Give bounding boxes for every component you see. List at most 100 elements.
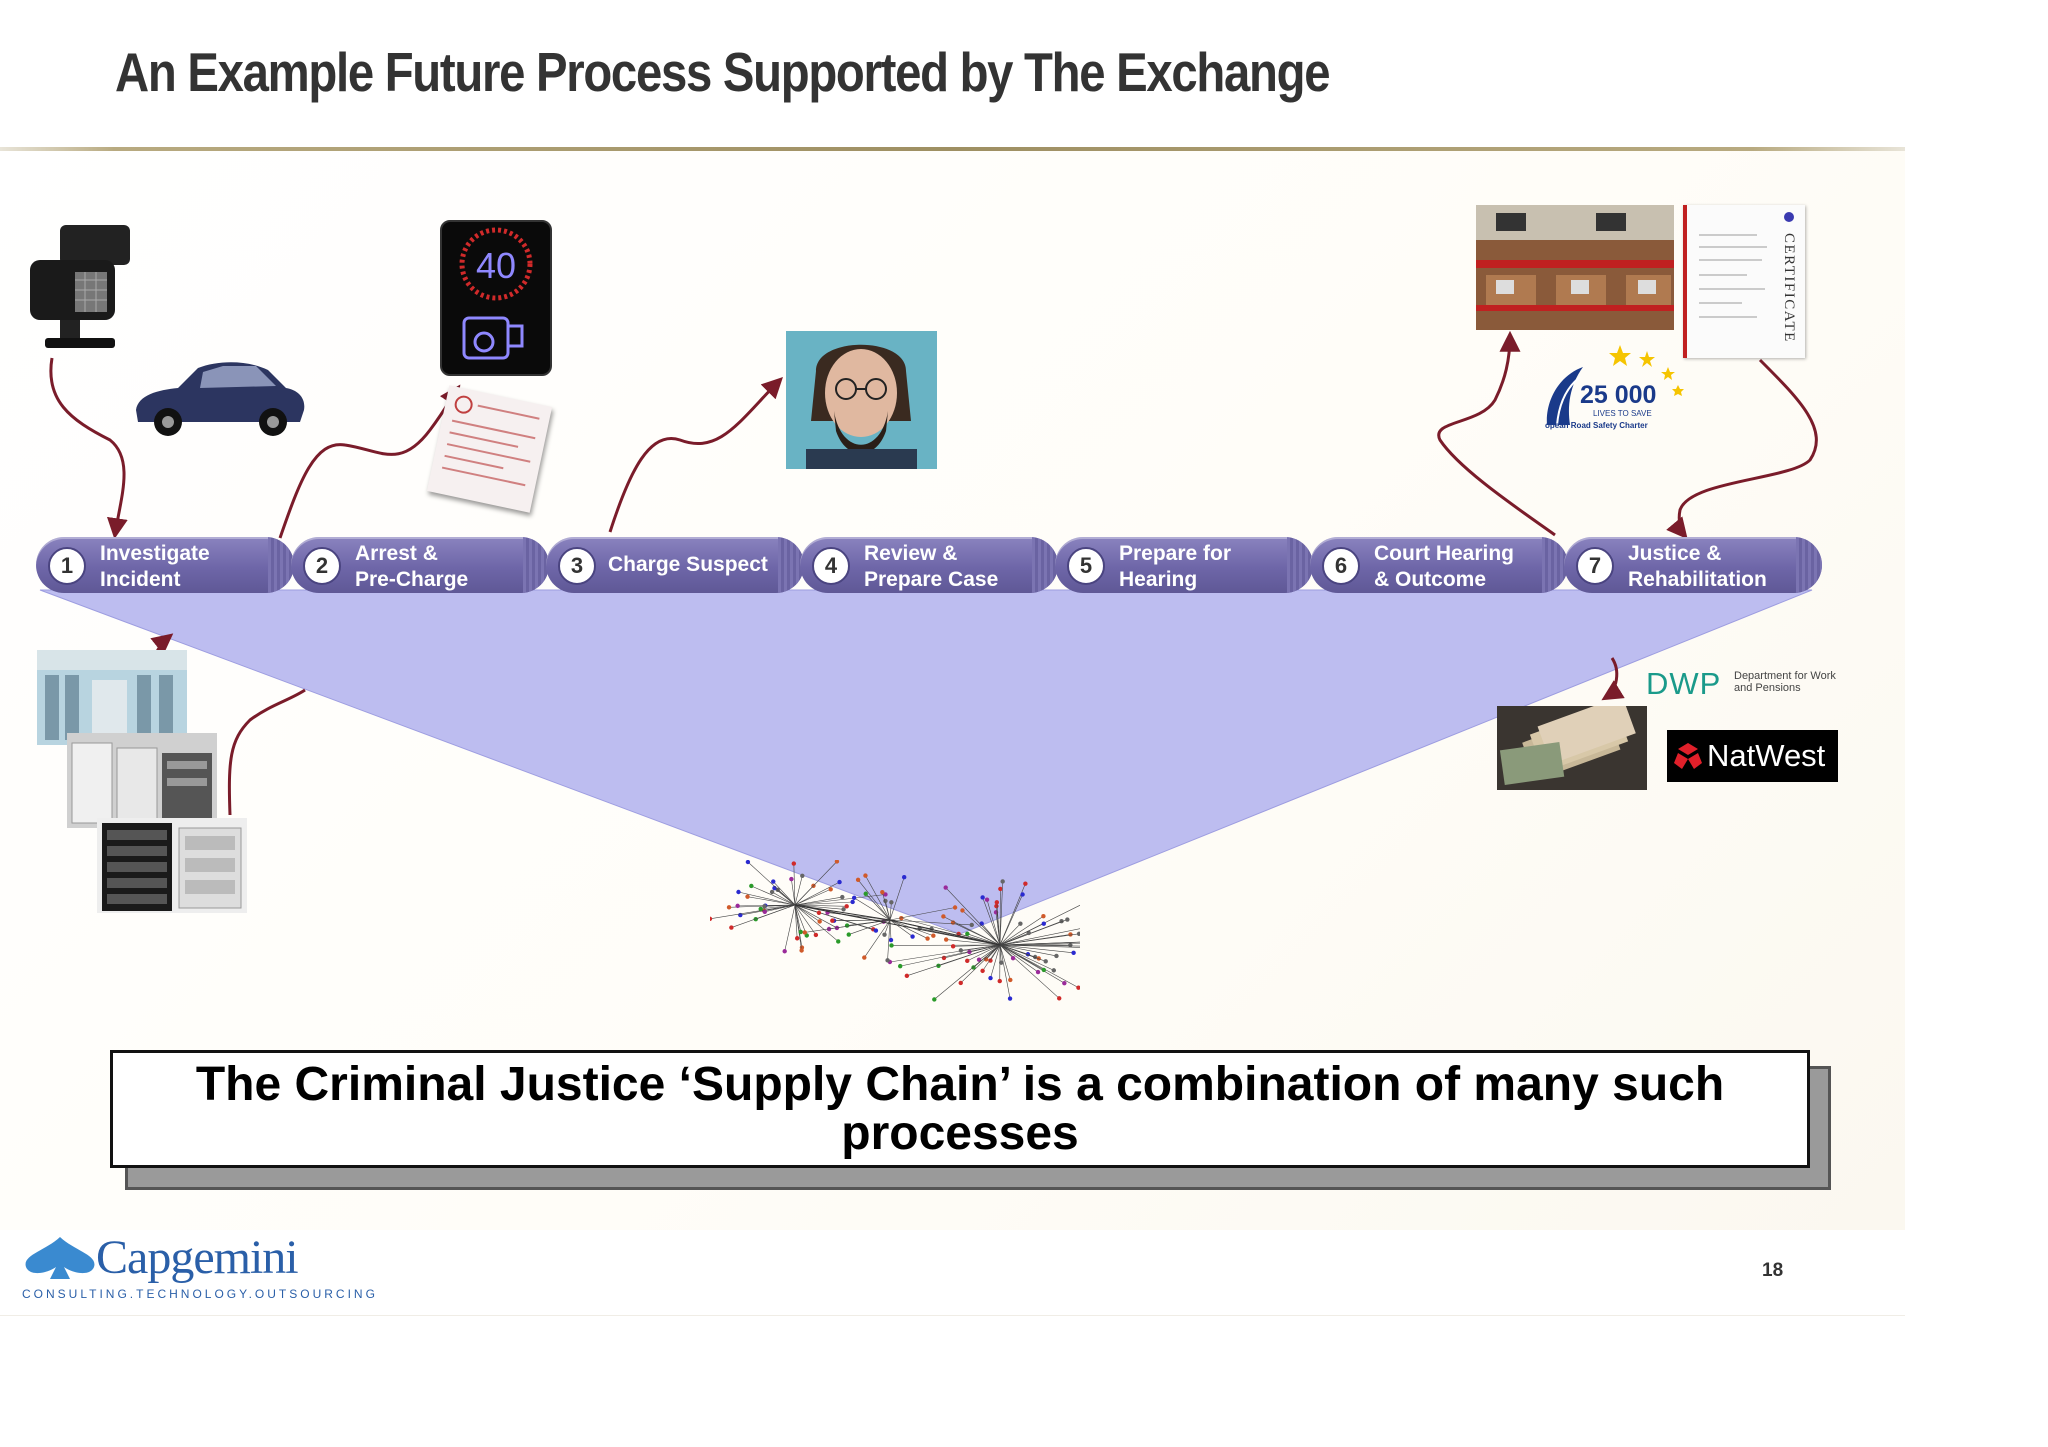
network-node <box>710 916 713 922</box>
network-node <box>863 873 868 878</box>
penalty-notice-image <box>426 385 553 513</box>
network-edge <box>887 919 891 961</box>
network-node <box>828 887 833 892</box>
network-edge <box>764 904 796 907</box>
certificate-label: CERTIFICATE <box>1781 233 1797 343</box>
network-edge <box>999 944 1054 971</box>
network-edge <box>962 910 1001 946</box>
step-number: 5 <box>1067 547 1105 585</box>
network-edge <box>889 877 905 921</box>
capgemini-spade-icon <box>25 1237 95 1279</box>
summary-callout: The Criminal Justice ‘Supply Chain’ is a… <box>110 1050 1810 1168</box>
car-image <box>136 362 305 436</box>
certificate-graphic: CERTIFICATE <box>1699 212 1797 343</box>
network-edge <box>865 875 891 921</box>
network-edge <box>945 887 1001 946</box>
network-edge <box>864 919 891 958</box>
charter-line2: opean Road Safety Charter <box>1545 421 1648 430</box>
network-node <box>910 934 915 939</box>
network-edge <box>794 904 839 942</box>
network-node <box>931 933 936 938</box>
natwest-logo: NatWest <box>1667 730 1838 782</box>
network-edge <box>760 904 796 910</box>
arrow-step6-to-courtroom <box>1437 330 1556 537</box>
network-graph-edges <box>710 860 1080 1002</box>
network-edge <box>999 944 1080 947</box>
network-edge <box>999 894 1023 946</box>
network-node <box>898 963 903 969</box>
network-node <box>1041 914 1046 919</box>
network-node <box>885 958 890 963</box>
natwest-cubes-icon <box>1674 743 1702 769</box>
network-edge <box>999 915 1044 946</box>
network-node <box>1054 953 1059 959</box>
network-edge <box>794 881 840 906</box>
network-node <box>984 897 990 902</box>
network-edge <box>999 944 1044 971</box>
network-node <box>769 889 775 895</box>
network-node <box>932 997 937 1002</box>
network-edge <box>990 944 1001 979</box>
network-node <box>817 919 822 924</box>
network-node <box>994 900 1000 905</box>
network-node <box>844 904 849 909</box>
network-edge <box>889 907 956 921</box>
network-edge <box>865 893 891 921</box>
money-graphic <box>1497 706 1647 790</box>
network-node <box>899 915 904 921</box>
network-node <box>1041 921 1046 926</box>
network-node <box>830 918 835 923</box>
network-edge <box>794 894 886 906</box>
network-edge <box>946 939 1001 946</box>
title-rule <box>0 147 1905 151</box>
network-edge <box>884 919 891 935</box>
network-hub-edge <box>889 919 1001 946</box>
network-node <box>901 874 907 880</box>
network-node <box>988 958 993 963</box>
server-room-image-2 <box>67 733 217 828</box>
natwest-logo-text: NatWest <box>1707 738 1826 773</box>
network-node <box>925 936 930 941</box>
network-node <box>969 922 974 928</box>
capgemini-tagline: CONSULTING.TECHNOLOGY.OUTSOURCING <box>22 1287 378 1301</box>
network-edge <box>999 944 1002 963</box>
network-node <box>965 958 970 964</box>
network-node <box>889 900 894 905</box>
network-node <box>837 879 842 885</box>
network-node <box>791 861 797 866</box>
network-node <box>745 894 750 899</box>
charter-number: 25 000 <box>1580 381 1656 409</box>
network-edge <box>967 944 1001 962</box>
network-edge <box>738 891 796 906</box>
network-node <box>1071 950 1076 956</box>
network-node <box>950 944 956 949</box>
network-edge <box>901 917 1001 946</box>
network-node <box>850 899 855 905</box>
network-edge <box>889 919 892 941</box>
network-node <box>889 943 894 948</box>
network-edge <box>784 904 796 952</box>
network-node <box>736 889 741 895</box>
callout-text: The Criminal Justice ‘Supply Chain’ is a… <box>195 1058 1725 1160</box>
step-label: Arrest & Pre-Charge <box>355 542 469 591</box>
network-edge <box>982 944 1001 972</box>
network-node <box>846 932 851 937</box>
network-node <box>965 931 970 936</box>
network-node <box>1008 977 1013 983</box>
network-edge <box>794 904 844 910</box>
network-edge <box>747 861 796 906</box>
network-edge <box>804 919 891 933</box>
network-edge <box>794 904 820 914</box>
process-step-2: 2 Arrest & Pre-Charge <box>291 537 549 593</box>
courtroom-image <box>1476 205 1674 330</box>
network-edge <box>986 899 1001 946</box>
network-edge <box>764 904 796 913</box>
network-node <box>967 949 972 955</box>
network-node <box>1000 879 1005 884</box>
step-label: Prepare for Hearing <box>1119 542 1232 591</box>
road-safety-charter-logo: 25 000 LIVES TO SAVE opean Road Safety C… <box>1535 345 1695 435</box>
network-edge <box>857 879 891 921</box>
step-label: Court Hearing & Outcome <box>1374 542 1515 591</box>
network-node <box>813 932 819 938</box>
network-node <box>789 876 794 882</box>
